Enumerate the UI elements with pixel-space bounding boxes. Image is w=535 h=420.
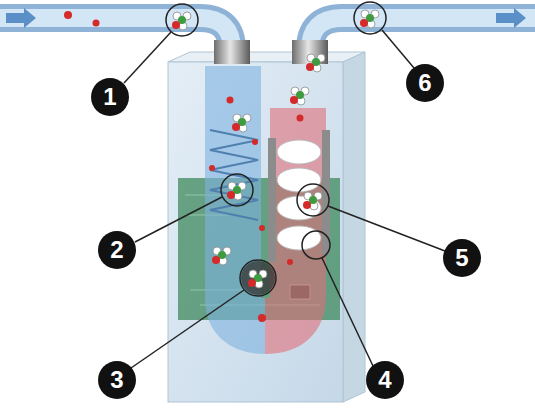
callout-number: 1 <box>91 78 129 116</box>
callout-number: 4 <box>366 361 404 399</box>
leader-line <box>124 30 445 368</box>
callout-number: 6 <box>406 64 444 102</box>
flow-arrow <box>496 8 526 28</box>
particles <box>64 11 304 322</box>
callout-number: 5 <box>443 239 481 277</box>
heater-cylinders <box>277 140 321 250</box>
housing-front <box>168 62 343 402</box>
highlight-ring <box>166 2 386 296</box>
plate <box>268 138 276 262</box>
molecules <box>172 10 379 288</box>
flow-arrow <box>6 8 36 28</box>
callout-number: 3 <box>98 361 136 399</box>
housing-top <box>168 52 365 62</box>
cooling-coil <box>210 130 258 220</box>
pipe-collar <box>214 40 250 64</box>
callout-number: 2 <box>98 231 136 269</box>
fan <box>241 261 275 295</box>
housing-side <box>343 52 365 402</box>
